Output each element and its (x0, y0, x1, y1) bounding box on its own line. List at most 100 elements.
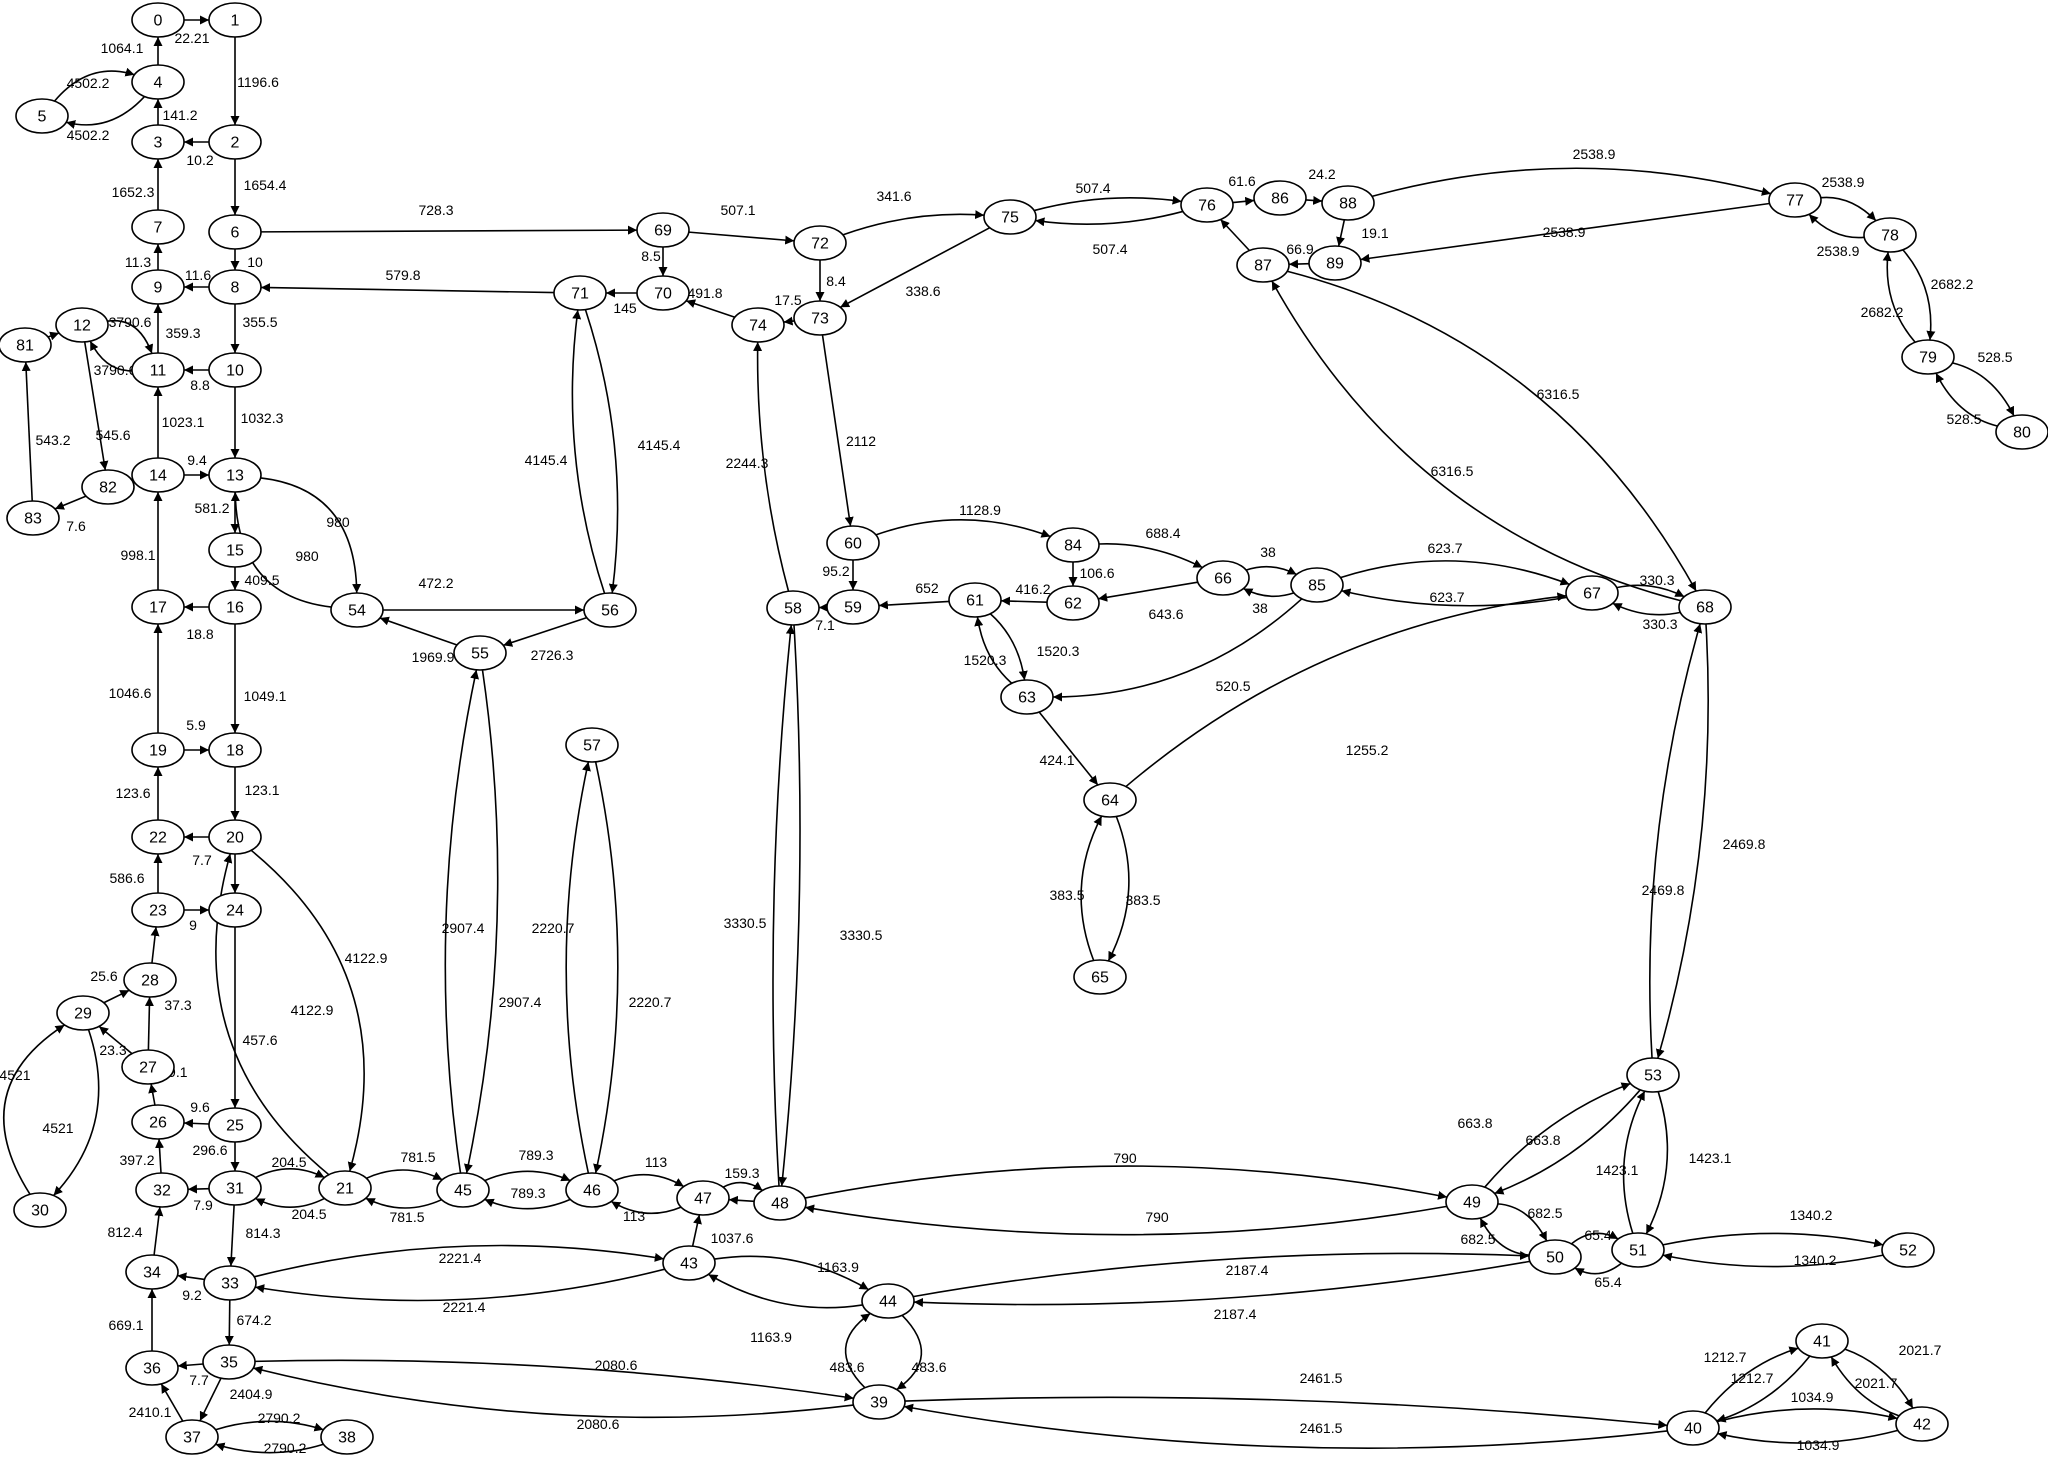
edge-86-to-88 (1305, 195, 1323, 205)
node-label-18: 18 (226, 743, 244, 760)
edge-78-to-79 (1902, 249, 1936, 341)
node-label-11: 11 (150, 363, 167, 380)
edge-43-to-44 (714, 1255, 870, 1291)
edge-87-to-76 (1219, 218, 1251, 252)
node-ellipse-86 (1253, 180, 1307, 216)
edge-85-to-67 (1340, 560, 1570, 586)
node-ellipse-19 (131, 732, 185, 768)
edge-51-to-50 (1574, 1262, 1623, 1277)
edge-label-45-to-21: 781.5 (389, 1209, 424, 1225)
edge-label-72-to-73: 8.4 (826, 273, 846, 289)
node-label-68: 68 (1696, 600, 1714, 617)
node-label-41: 41 (1813, 1334, 1831, 1351)
edge-33-to-43 (254, 1244, 664, 1278)
node-30: 30 (13, 1192, 67, 1228)
node-label-36: 36 (143, 1361, 161, 1378)
node-52: 52 (1881, 1232, 1935, 1268)
node-40: 40 (1666, 1410, 1720, 1446)
edge-31-to-33 (226, 1204, 236, 1267)
edge-label-9-to-7: 11.3 (125, 254, 151, 270)
edge-label-44-to-39: 483.6 (911, 1359, 946, 1375)
edge-label-20-to-22: 7.7 (192, 852, 212, 868)
edge-label-31-to-33: 814.3 (245, 1225, 280, 1241)
edge-label-11-to-12: 3790.6 (109, 314, 152, 330)
node-ellipse-59 (826, 589, 880, 625)
node-label-0: 0 (154, 13, 163, 30)
edge-87-to-68 (1286, 270, 1697, 592)
edge-84-to-66 (1098, 543, 1203, 569)
node-label-22: 22 (149, 830, 167, 847)
node-ellipse-45 (436, 1172, 490, 1208)
node-ellipse-4 (131, 64, 185, 100)
edge-label-49-to-53: 663.8 (1457, 1115, 1492, 1131)
edge-58-to-74 (753, 341, 790, 592)
node-label-2: 2 (231, 135, 240, 152)
node-ellipse-44 (861, 1283, 915, 1319)
node-ellipse-62 (1046, 585, 1100, 621)
node-ellipse-58 (766, 590, 820, 626)
edge-label-51-to-52: 1340.2 (1790, 1207, 1833, 1223)
node-label-37: 37 (183, 1430, 201, 1447)
edge-label-54-to-56: 472.2 (418, 575, 453, 591)
edge-67-to-68 (1616, 584, 1685, 598)
edge-64-to-67 (1125, 592, 1567, 788)
edge-label-77-to-89: 2538.9 (1543, 224, 1586, 240)
node-ellipse-21 (318, 1170, 372, 1206)
edge-58-to-48 (778, 624, 801, 1187)
node-51: 51 (1611, 1232, 1665, 1268)
edge-73-to-60 (821, 334, 854, 527)
edge-49-to-50 (1497, 1203, 1548, 1242)
node-ellipse-3 (131, 124, 185, 160)
edge-label-48-to-58: 3330.5 (724, 915, 767, 931)
edge-label-85-to-63: 520.5 (1215, 678, 1250, 694)
node-22: 22 (131, 819, 185, 855)
edge-label-39-to-44: 483.6 (829, 1359, 864, 1375)
node-label-82: 82 (99, 480, 117, 497)
edge-label-47-to-46: 113 (623, 1208, 646, 1224)
node-71: 71 (553, 275, 607, 311)
node-80: 80 (1995, 414, 2048, 450)
node-label-23: 23 (149, 903, 167, 920)
edge-label-6-to-8: 10 (247, 254, 263, 270)
node-label-70: 70 (654, 286, 672, 303)
node-label-1: 1 (231, 13, 240, 30)
edge-61-to-59 (878, 600, 950, 610)
edge-label-10-to-13: 1032.3 (241, 410, 284, 426)
node-60: 60 (826, 525, 880, 561)
edge-11-to-12 (89, 340, 133, 372)
node-14: 14 (131, 457, 185, 493)
edge-label-35-to-36: 7.7 (189, 1372, 209, 1388)
node-ellipse-12 (55, 307, 109, 343)
node-45: 45 (436, 1172, 490, 1208)
edge-55-to-54 (379, 616, 458, 646)
edge-label-78-to-79: 2682.2 (1931, 276, 1974, 292)
node-label-53: 53 (1644, 1068, 1662, 1085)
edge-64-to-65 (1107, 816, 1130, 962)
edge-62-to-61 (1000, 596, 1048, 606)
edge-label-60-to-59: 95.2 (822, 563, 849, 579)
edge-49-to-53 (1484, 1082, 1631, 1188)
edge-74-to-70 (685, 299, 736, 318)
node-ellipse-43 (662, 1245, 716, 1281)
edge-label-34-to-32: 812.4 (107, 1224, 142, 1240)
node-ellipse-34 (125, 1254, 179, 1290)
edge-89-to-87 (1288, 259, 1310, 269)
node-ellipse-39 (852, 1384, 906, 1420)
node-label-79: 79 (1919, 350, 1937, 367)
node-ellipse-84 (1046, 527, 1100, 563)
edge-43-to-33 (255, 1268, 665, 1302)
node-ellipse-1 (208, 2, 262, 38)
edge-66-to-62 (1098, 581, 1198, 602)
node-label-73: 73 (811, 311, 829, 328)
node-ellipse-77 (1768, 182, 1822, 218)
edge-47-to-46 (610, 1200, 682, 1215)
edge-label-87-to-68: 6316.5 (1537, 386, 1580, 402)
edge-83-to-81 (21, 361, 34, 502)
node-8: 8 (208, 269, 262, 305)
node-ellipse-46 (565, 1172, 619, 1208)
node-ellipse-87 (1236, 247, 1290, 283)
node-73: 73 (793, 300, 847, 336)
edge-label-46-to-57: 2220.7 (532, 920, 575, 936)
node-label-40: 40 (1684, 1421, 1702, 1438)
